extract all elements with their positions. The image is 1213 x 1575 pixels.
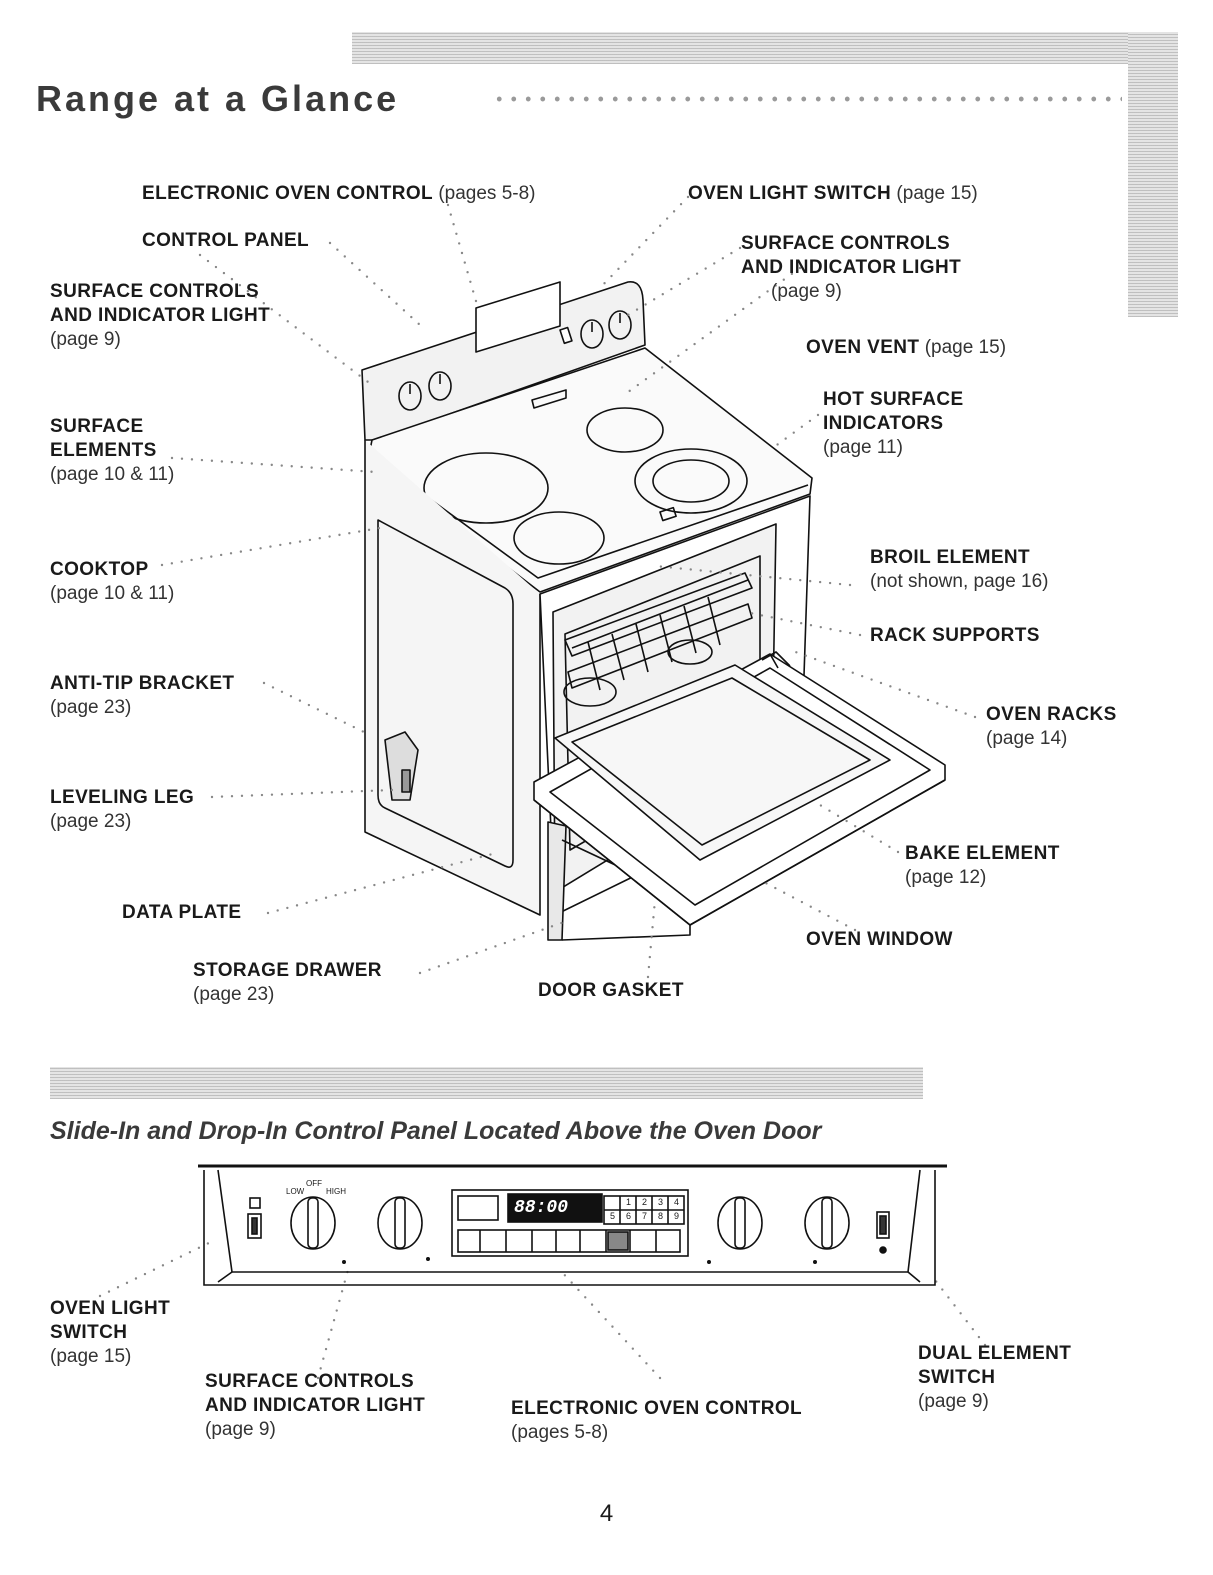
label-storage-drawer: STORAGE DRAWER (page 23) (193, 960, 382, 1005)
surface-element-icon (423, 407, 748, 565)
section-title: Slide-In and Drop-In Control Panel Locat… (50, 1117, 822, 1145)
label-oven-light-switch: OVEN LIGHT SWITCH (page 15) (688, 183, 978, 204)
storage-drawer (547, 821, 567, 941)
display-time: 88:00 (514, 1198, 569, 1218)
label-panel-electronic-oven-control: ELECTRONIC OVEN CONTROL (pages 5-8) (511, 1398, 803, 1443)
keypad-digit: 4 (674, 1197, 680, 1207)
label-door-gasket: DOOR GASKET (538, 980, 684, 1001)
title-band (352, 32, 1178, 64)
label-broil-element: BROIL ELEMENT (not shown, page 16) (870, 547, 1049, 592)
label-panel-oven-light-switch: OVEN LIGHT SWITCH (page 15) (50, 1298, 171, 1367)
control-knob-icon (398, 310, 632, 411)
page-number: 4 (599, 1500, 614, 1527)
side-band (1128, 32, 1178, 317)
keypad-digit: 6 (626, 1211, 632, 1221)
label-oven-racks: OVEN RACKS (page 14) (986, 704, 1117, 749)
label-electronic-oven-control: ELECTRONIC OVEN CONTROL (pages 5-8) (142, 183, 536, 204)
label-surface-controls-right: SURFACE CONTROLS AND INDICATOR LIGHT (pa… (741, 233, 962, 302)
keypad-digit: 8 (658, 1211, 664, 1221)
section-band (50, 1067, 923, 1099)
label-rack-supports: RACK SUPPORTS (870, 625, 1040, 646)
label-surface-controls-left: SURFACE CONTROLS AND INDICATOR LIGHT (pa… (50, 281, 271, 350)
leveling-leg (401, 769, 411, 793)
knob-low-mark: LOW (286, 1187, 305, 1196)
knob-off-mark: OFF (306, 1179, 322, 1188)
page-title: Range at a Glance (36, 78, 400, 119)
knob-high-mark: HIGH (326, 1187, 346, 1196)
label-data-plate: DATA PLATE (122, 902, 242, 923)
label-panel-surface-controls: SURFACE CONTROLS AND INDICATOR LIGHT (pa… (205, 1371, 426, 1440)
label-oven-window: OVEN WINDOW (806, 929, 953, 950)
label-bake-element: BAKE ELEMENT (page 12) (905, 843, 1060, 888)
label-panel-dual-element-switch: DUAL ELEMENT SWITCH (page 9) (918, 1343, 1072, 1412)
label-control-panel: CONTROL PANEL (142, 230, 310, 251)
keypad-digit: 2 (642, 1197, 648, 1207)
label-cooktop: COOKTOP (page 10 & 11) (50, 559, 175, 604)
keypad-digit: 9 (674, 1211, 680, 1221)
keypad-digit: 7 (642, 1211, 648, 1221)
keypad-digit: 3 (658, 1197, 664, 1207)
keypad-digit: 5 (610, 1211, 616, 1221)
label-oven-vent: OVEN VENT (page 15) (806, 337, 1007, 358)
label-anti-tip-bracket: ANTI-TIP BRACKET (page 23) (50, 673, 235, 718)
oven-window (554, 664, 891, 861)
title-dot-leader (492, 93, 1122, 105)
label-hot-surface-indicators: HOT SURFACE INDICATORS (page 11) (823, 389, 964, 458)
keypad-digit: 1 (626, 1197, 632, 1207)
label-leveling-leg: LEVELING LEG (page 23) (50, 787, 195, 832)
label-surface-elements: SURFACE ELEMENTS (page 10 & 11) (50, 416, 175, 485)
